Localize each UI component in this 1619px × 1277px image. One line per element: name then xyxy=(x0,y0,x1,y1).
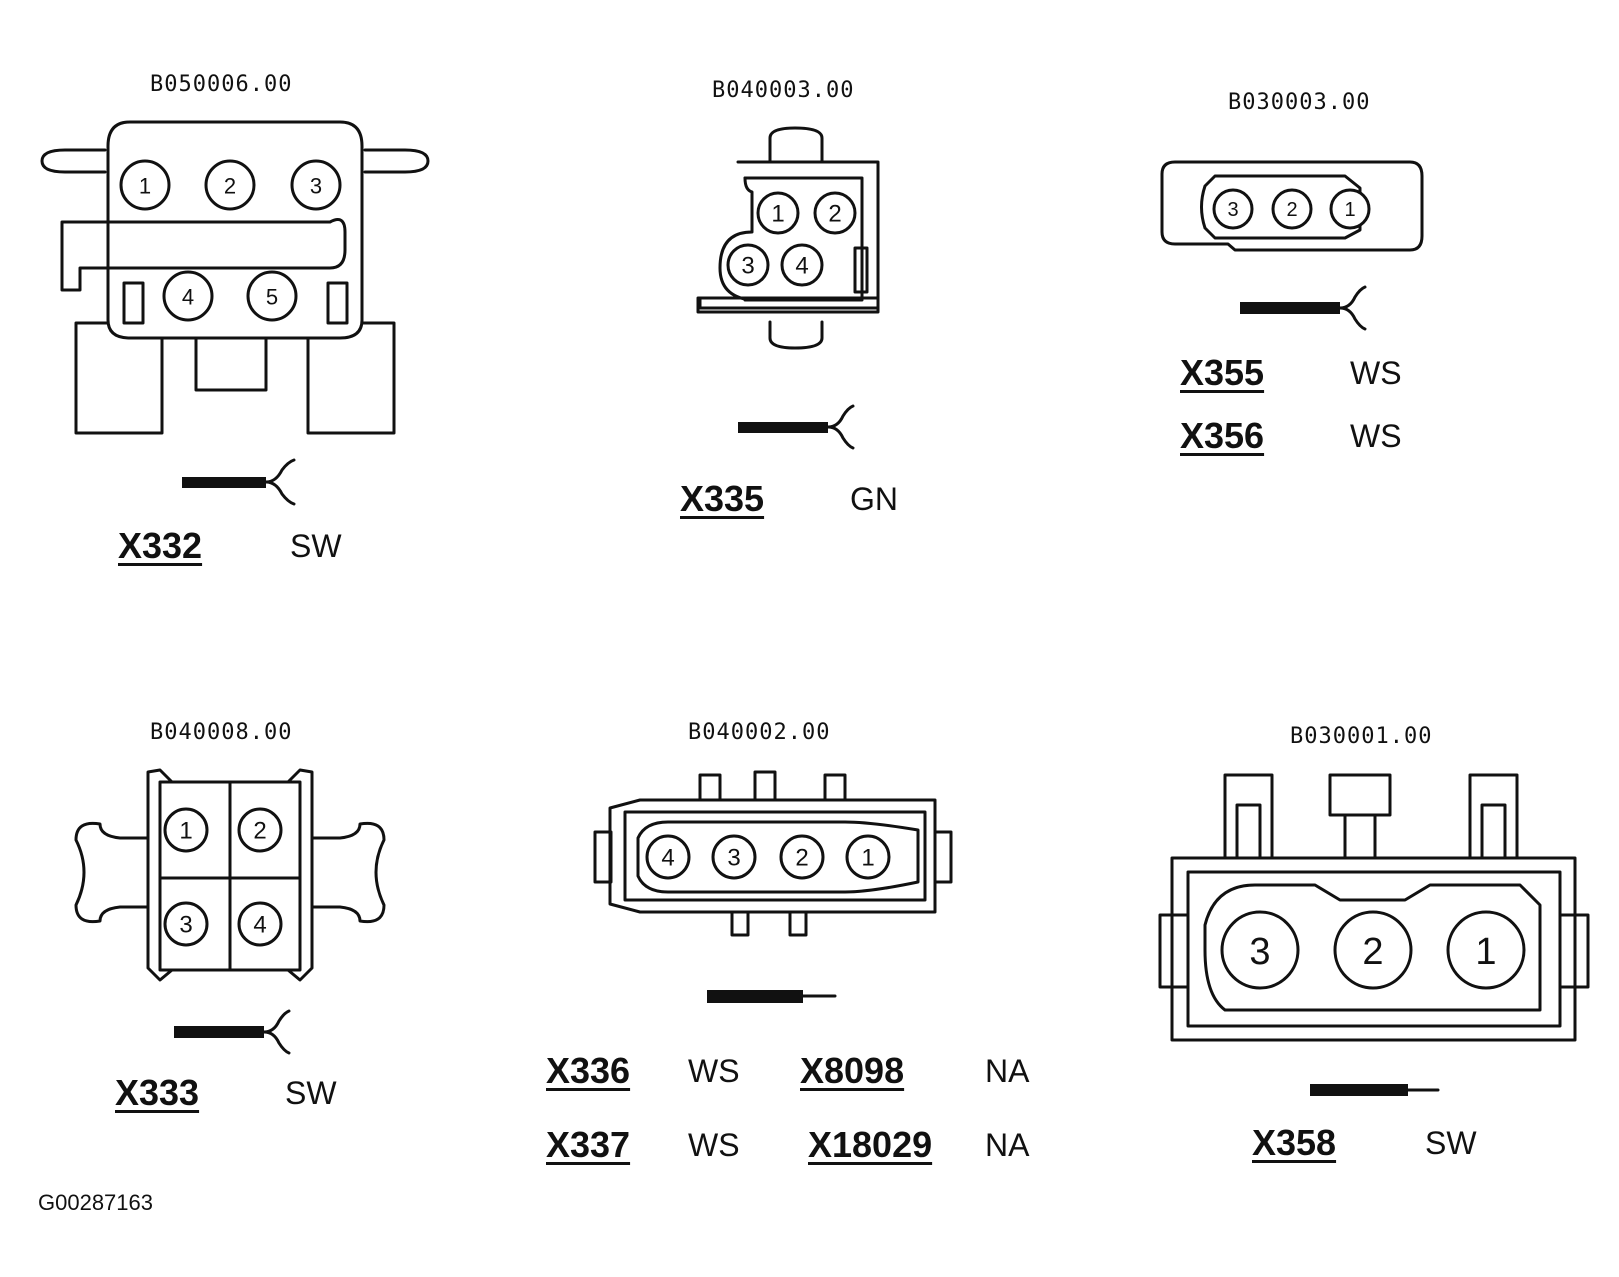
pin: 4 xyxy=(780,243,824,287)
pin: 3 xyxy=(1220,910,1300,990)
wire-color: NA xyxy=(985,1053,1030,1089)
wire-color: WS xyxy=(1350,355,1402,391)
pin: 1 xyxy=(163,807,209,853)
pin-label: 2 xyxy=(1362,931,1383,973)
wire-color: SW xyxy=(285,1075,337,1111)
wire-color: GN xyxy=(850,481,898,517)
pin-label: 4 xyxy=(253,912,266,939)
pin: 4 xyxy=(645,834,691,880)
pin: 1 xyxy=(1329,188,1371,230)
pin: 4 xyxy=(162,270,214,322)
wire-color: SW xyxy=(290,528,342,564)
pin-label: 1 xyxy=(861,845,874,872)
part-number: B030001.00 xyxy=(1290,724,1433,749)
pin: 1 xyxy=(845,834,891,880)
pin-label: 1 xyxy=(139,174,151,199)
pin-label: 3 xyxy=(179,912,192,939)
part-number: B040002.00 xyxy=(688,720,831,745)
pin-label: 2 xyxy=(828,201,841,228)
pin-label: 1 xyxy=(179,818,192,845)
pin: 3 xyxy=(711,834,757,880)
connector-code: X335 xyxy=(680,478,765,519)
connector-code: X18029 xyxy=(808,1124,933,1165)
wire-color: SW xyxy=(1425,1125,1477,1161)
part-number: B040003.00 xyxy=(712,78,855,103)
pin-label: 5 xyxy=(266,285,278,310)
pin: 3 xyxy=(163,901,209,947)
pin-label: 4 xyxy=(795,253,808,280)
pin-label: 2 xyxy=(1286,199,1297,221)
pin: 3 xyxy=(290,159,342,211)
pin-label: 3 xyxy=(310,174,322,199)
pin-label: 4 xyxy=(661,845,674,872)
part-number: B040008.00 xyxy=(150,720,293,745)
connector-code: X332 xyxy=(118,525,203,566)
pin-label: 2 xyxy=(795,845,808,872)
connector-code: X358 xyxy=(1252,1122,1337,1163)
connector-code: X337 xyxy=(546,1124,631,1165)
wire-color: WS xyxy=(1350,418,1402,454)
pin: 5 xyxy=(246,270,298,322)
pin: 1 xyxy=(756,191,800,235)
pin-label: 1 xyxy=(1344,199,1355,221)
wire-color: WS xyxy=(688,1053,740,1089)
pin: 2 xyxy=(1333,910,1413,990)
wire-color: NA xyxy=(985,1127,1030,1163)
pin: 2 xyxy=(237,807,283,853)
connector-code: X336 xyxy=(546,1050,631,1091)
part-number: B050006.00 xyxy=(150,72,293,97)
pin-label: 4 xyxy=(182,285,194,310)
pin: 2 xyxy=(204,159,256,211)
connector-b030001-drawing xyxy=(1158,773,1590,1096)
connector-code: X333 xyxy=(115,1072,200,1113)
connector-b040002-drawing xyxy=(593,770,953,1003)
pin-label: 1 xyxy=(1475,931,1496,973)
connector-b030003-drawing xyxy=(1160,160,1424,331)
pin-label: 1 xyxy=(771,201,784,228)
pin-label: 3 xyxy=(741,253,754,280)
pin-label: 2 xyxy=(253,818,266,845)
pin: 3 xyxy=(726,243,770,287)
connector-code: X8098 xyxy=(800,1050,905,1091)
wire-color: WS xyxy=(688,1127,740,1163)
connector-b040008-drawing xyxy=(74,768,386,1055)
pin-label: 3 xyxy=(1249,931,1270,973)
pin: 1 xyxy=(119,159,171,211)
pin: 2 xyxy=(1271,188,1313,230)
pin-label: 3 xyxy=(727,845,740,872)
pin-label: 2 xyxy=(224,174,236,199)
connector-b050006-drawing xyxy=(40,120,430,506)
pin: 1 xyxy=(1446,910,1526,990)
connector-b040003-drawing xyxy=(696,126,880,450)
figure-id: G00287163 xyxy=(38,1190,153,1215)
pin: 3 xyxy=(1212,188,1254,230)
connector-code: X356 xyxy=(1180,415,1265,456)
part-number: B030003.00 xyxy=(1228,90,1371,115)
pin: 2 xyxy=(813,191,857,235)
pin-label: 3 xyxy=(1227,199,1238,221)
pin: 2 xyxy=(779,834,825,880)
pin: 4 xyxy=(237,901,283,947)
connector-code: X355 xyxy=(1180,352,1265,393)
